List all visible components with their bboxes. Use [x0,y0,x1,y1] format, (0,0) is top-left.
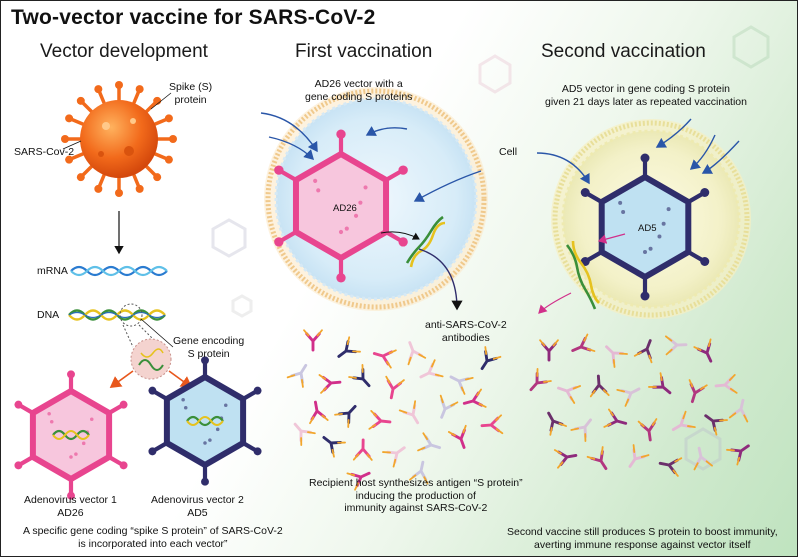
gene-sphere [130,338,172,380]
faint-virus-decorations [211,25,770,471]
label-dna: DNA [37,309,60,321]
section-first-vaccination: First vaccination [295,41,433,62]
label-spike-protein: Spike (S)protein [169,81,213,106]
ad26-released-dna [405,215,446,268]
diagram-title: Two-vector vaccine for SARS-CoV-2 [11,6,376,29]
mrna-helix [70,265,168,277]
sars-cov-2-virus-illustration [61,81,177,197]
label-cell: Cell [499,146,518,158]
adenovirus-vector-1-illustration [14,370,128,500]
label-sars-cov-2: SARS-Cov-2 [14,146,75,158]
antibody-cluster-second [529,333,750,477]
arrow-second-antibodies [538,292,572,314]
arrow-gene-to-ad26 [109,370,134,388]
ad5-released-dna [565,240,600,310]
ad26-vector-in-cell [274,129,408,283]
label-ad5-in-cell: AD5 [638,223,657,234]
blue-arrows [260,112,740,202]
caption-vector-development: A specific gene coding “spike S protein”… [23,525,283,550]
caption-recipient-host: Recipient host synthesizes antigen “S pr… [309,477,523,514]
arrow-to-antibodies [418,248,463,311]
section-vector-development: Vector development [40,41,208,62]
adenovirus-vector-2-illustration [148,356,262,486]
label-ad26-in-cell: AD26 [333,203,357,214]
dna-helix [68,309,166,321]
caption-second-vaccine: Second vaccine still produces S protein … [507,526,778,551]
section-second-vaccination: Second vaccination [541,41,706,62]
antibody-cluster-first [286,329,504,491]
ad5-vector-in-cell [580,153,710,301]
gene-highlight [119,303,143,327]
label-mrna: mRNA [37,265,68,277]
